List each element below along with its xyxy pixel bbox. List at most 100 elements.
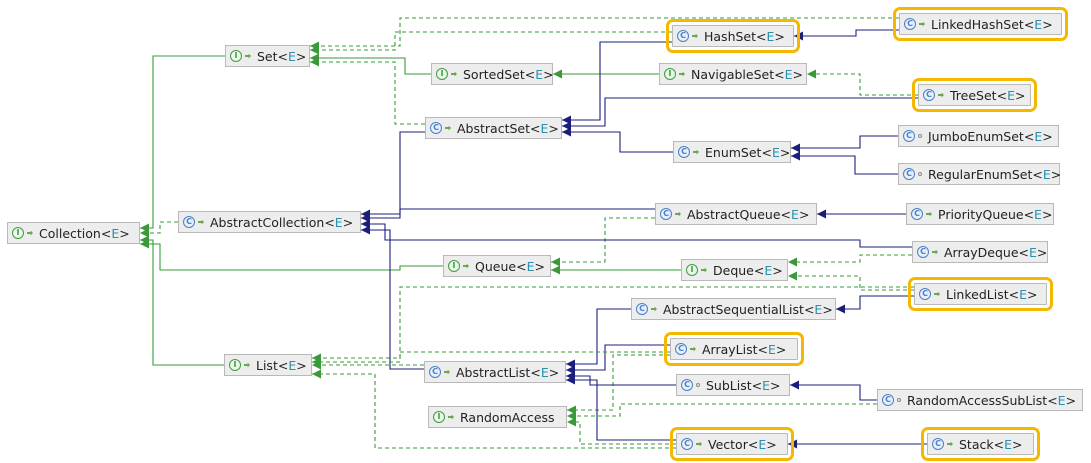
- implements-edge-hashset-to-set: [310, 31, 672, 55]
- node-queue[interactable]: I Queue<E>: [443, 255, 551, 277]
- node-arraydeque[interactable]: C ArrayDeque<E>: [912, 241, 1048, 263]
- node-label: ArrayDeque<E>: [944, 244, 1048, 260]
- class-icon: C: [917, 246, 929, 258]
- class-icon: C: [183, 216, 195, 228]
- implements-edge-treeset-to-navigableset: [807, 69, 918, 96]
- extends-interface-edge-set-to-collection: [140, 55, 225, 233]
- class-icon: C: [923, 89, 935, 101]
- extends-edge-abstractsequentiallist-to-abstractlist: [566, 308, 631, 369]
- interface-icon: I: [436, 68, 448, 80]
- node-label: AbstractList<E>: [456, 364, 560, 380]
- node-label: EnumSet<E>: [705, 144, 791, 160]
- node-label: AbstractQueue<E>: [687, 206, 810, 222]
- node-label: ArrayList<E>: [702, 341, 787, 357]
- node-label: AbstractCollection<E>: [210, 214, 354, 230]
- public-modifier-icon: [198, 219, 204, 225]
- public-modifier-icon: [701, 267, 707, 273]
- node-label: Set<E>: [257, 48, 307, 64]
- class-icon: C: [636, 303, 648, 315]
- node-abstractcollection[interactable]: C AbstractCollection<E>: [178, 211, 361, 233]
- interface-icon: I: [433, 411, 445, 423]
- node-treeset[interactable]: C TreeSet<E>: [912, 78, 1037, 112]
- node-label: List<E>: [256, 357, 307, 373]
- extends-edge-jumboenumset-to-enumset: [791, 135, 898, 153]
- public-modifier-icon: [919, 21, 925, 27]
- public-modifier-icon: [244, 362, 250, 368]
- node-label: SortedSet<E>: [463, 66, 554, 82]
- extends-edge-linkedhashset-to-hashset: [794, 29, 899, 41]
- extends-edge-vector-to-abstractlist: [566, 375, 676, 441]
- public-modifier-icon: [448, 414, 454, 420]
- extends-interface-edge-sortedset-to-set: [310, 53, 431, 75]
- public-modifier-icon: [679, 71, 685, 77]
- public-modifier-icon: [445, 125, 451, 131]
- implements-edge-linkedlist-to-deque: [788, 271, 914, 291]
- public-modifier-icon: [947, 441, 953, 447]
- public-modifier-icon: [245, 53, 251, 59]
- node-label: NavigableSet<E>: [691, 66, 803, 82]
- interface-icon: I: [230, 50, 242, 62]
- node-label: Vector<E>: [708, 436, 777, 452]
- class-icon: C: [882, 394, 894, 406]
- interface-icon: I: [686, 264, 698, 276]
- node-set[interactable]: I Set<E>: [225, 45, 310, 67]
- node-hashset[interactable]: C HashSet<E>: [666, 19, 800, 53]
- public-modifier-icon: [926, 211, 932, 217]
- node-label: RandomAccess: [460, 409, 555, 425]
- node-linkedhashset[interactable]: C LinkedHashSet<E>: [893, 7, 1068, 41]
- interface-icon: I: [448, 260, 460, 272]
- public-modifier-icon: [690, 346, 696, 352]
- node-sortedset[interactable]: I SortedSet<E>: [431, 63, 554, 85]
- public-modifier-icon: [932, 249, 938, 255]
- implements-edge-vector-to-randomaccess: [567, 417, 676, 445]
- extends-interface-edge-list-to-collection: [140, 235, 224, 366]
- node-label: LinkedHashSet<E>: [931, 16, 1053, 32]
- implements-edge-arraylist-to-randomaccess: [567, 354, 670, 415]
- node-label: SubList<E>: [706, 377, 781, 393]
- class-icon: C: [677, 30, 689, 42]
- extends-edge-arraydeque-to-abstractcollection: [361, 219, 912, 248]
- node-label: HashSet<E>: [704, 28, 785, 44]
- node-label: Stack<E>: [959, 436, 1023, 452]
- public-modifier-icon: [693, 149, 699, 155]
- node-label: LinkedList<E>: [946, 286, 1038, 302]
- public-modifier-icon: [651, 306, 657, 312]
- implements-edge-vector-to-list: [312, 369, 676, 449]
- implements-edge-arraylist-to-list: [312, 351, 670, 367]
- package-modifier-icon: [897, 398, 901, 402]
- extends-edge-treeset-to-abstractset: [562, 97, 918, 131]
- node-sublist[interactable]: C SubList<E>: [676, 374, 790, 396]
- class-icon: C: [681, 379, 693, 391]
- node-randomaccess[interactable]: I RandomAccess: [428, 406, 567, 428]
- extends-edge-randomaccesssublist-to-sublist: [790, 380, 877, 401]
- class-icon: C: [904, 18, 916, 30]
- implements-edge-linkedhashset-to-set: [310, 17, 899, 51]
- public-modifier-icon: [692, 33, 698, 39]
- extends-edge-abstractset-to-abstractcollection: [361, 131, 425, 219]
- node-label: TreeSet<E>: [950, 87, 1026, 103]
- node-label: Queue<E>: [475, 258, 545, 274]
- package-modifier-icon: [696, 383, 700, 387]
- public-modifier-icon: [938, 92, 944, 98]
- public-modifier-icon: [934, 291, 940, 297]
- node-label: JumboEnumSet<E>: [928, 128, 1053, 144]
- implements-edge-arraydeque-to-deque: [788, 254, 912, 267]
